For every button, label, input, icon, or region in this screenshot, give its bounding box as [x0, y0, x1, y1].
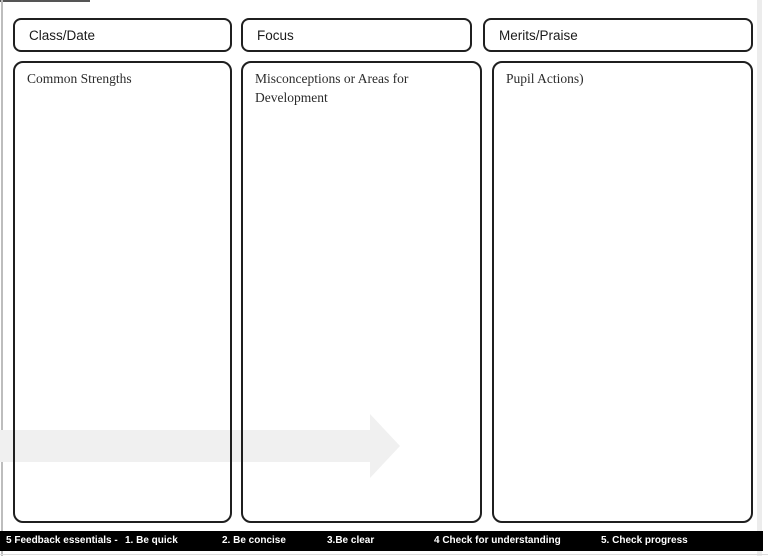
footer-item-check-understanding: 4 Check for understanding: [434, 535, 561, 546]
focus-header-box[interactable]: Focus: [241, 18, 472, 52]
page-top-edge-line: [0, 0, 90, 2]
page-left-edge-line: [1, 0, 3, 556]
merits-praise-label: Merits/Praise: [499, 27, 578, 43]
misconceptions-label: Misconceptions or Areas for Development: [255, 71, 409, 105]
common-strengths-box[interactable]: Common Strengths: [13, 61, 232, 523]
footer-item-be-quick: 1. Be quick: [125, 535, 178, 546]
feedback-essentials-bar: 5 Feedback essentials - 1. Be quick 2. B…: [0, 531, 763, 551]
pupil-actions-label: Pupil Actions): [506, 71, 584, 86]
class-date-label: Class/Date: [29, 27, 96, 43]
page-right-edge-strip: [757, 0, 762, 556]
footer-essentials-title: 5 Feedback essentials -: [6, 535, 118, 546]
focus-label: Focus: [257, 27, 294, 43]
page-bottom-edge-line: [0, 554, 768, 555]
footer-item-be-concise: 2. Be concise: [222, 535, 286, 546]
footer-item-be-clear: 3.Be clear: [327, 535, 375, 546]
footer-item-check-progress: 5. Check progress: [601, 535, 688, 546]
right-arrow-icon: [370, 414, 400, 478]
common-strengths-label: Common Strengths: [27, 71, 132, 86]
merits-praise-header-box[interactable]: Merits/Praise: [483, 18, 753, 52]
pupil-actions-box[interactable]: Pupil Actions): [492, 61, 753, 523]
class-date-header-box[interactable]: Class/Date: [13, 18, 232, 52]
misconceptions-box[interactable]: Misconceptions or Areas for Development: [241, 61, 482, 523]
right-arrow-icon: [0, 430, 370, 462]
